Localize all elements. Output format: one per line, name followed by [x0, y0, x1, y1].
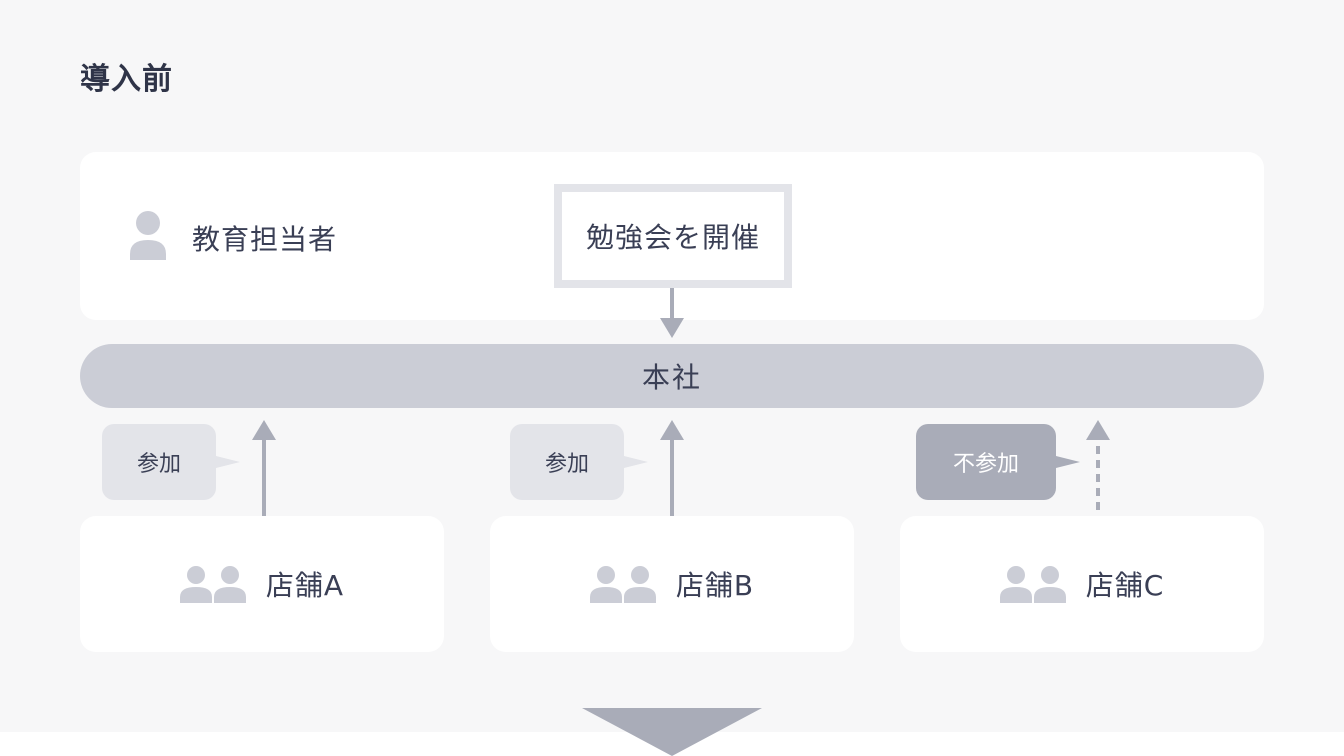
store-label: 店舗B	[675, 569, 755, 602]
status-label: 参加	[544, 452, 589, 477]
bubble-tail	[1056, 456, 1080, 468]
store-card-c: 店舗C	[900, 516, 1264, 652]
store-label: 店舗C	[1085, 569, 1165, 602]
bubble-tail	[216, 456, 240, 468]
status-bubble-store-a: 参加	[102, 424, 240, 500]
status-label: 不参加	[952, 452, 1019, 477]
event-to-hq-arrow	[660, 288, 684, 338]
bubble-tail	[624, 456, 648, 468]
people-icon	[999, 566, 1066, 603]
people-icon	[179, 566, 246, 603]
store-label: 店舗A	[265, 569, 345, 602]
status-bubble-store-c: 不参加	[916, 424, 1080, 500]
event-label: 勉強会を開催	[585, 221, 760, 254]
person-icon	[130, 211, 166, 260]
store-card-b: 店舗B	[490, 516, 854, 652]
store-c-dashed-arrow	[1086, 420, 1110, 516]
status-label: 参加	[136, 452, 181, 477]
status-bubble-store-b: 参加	[510, 424, 648, 500]
role-label: 教育担当者	[192, 223, 338, 256]
store-card-a: 店舗A	[80, 516, 444, 652]
headquarters-label: 本社	[641, 361, 702, 394]
event-box: 勉強会を開催	[554, 184, 792, 288]
headquarters-bar: 本社	[80, 344, 1264, 408]
chevron-down-icon	[582, 708, 762, 756]
store-a-arrow	[252, 420, 276, 516]
store-b-arrow	[660, 420, 684, 516]
people-icon	[589, 566, 656, 603]
page-title: 導入前	[80, 62, 173, 97]
